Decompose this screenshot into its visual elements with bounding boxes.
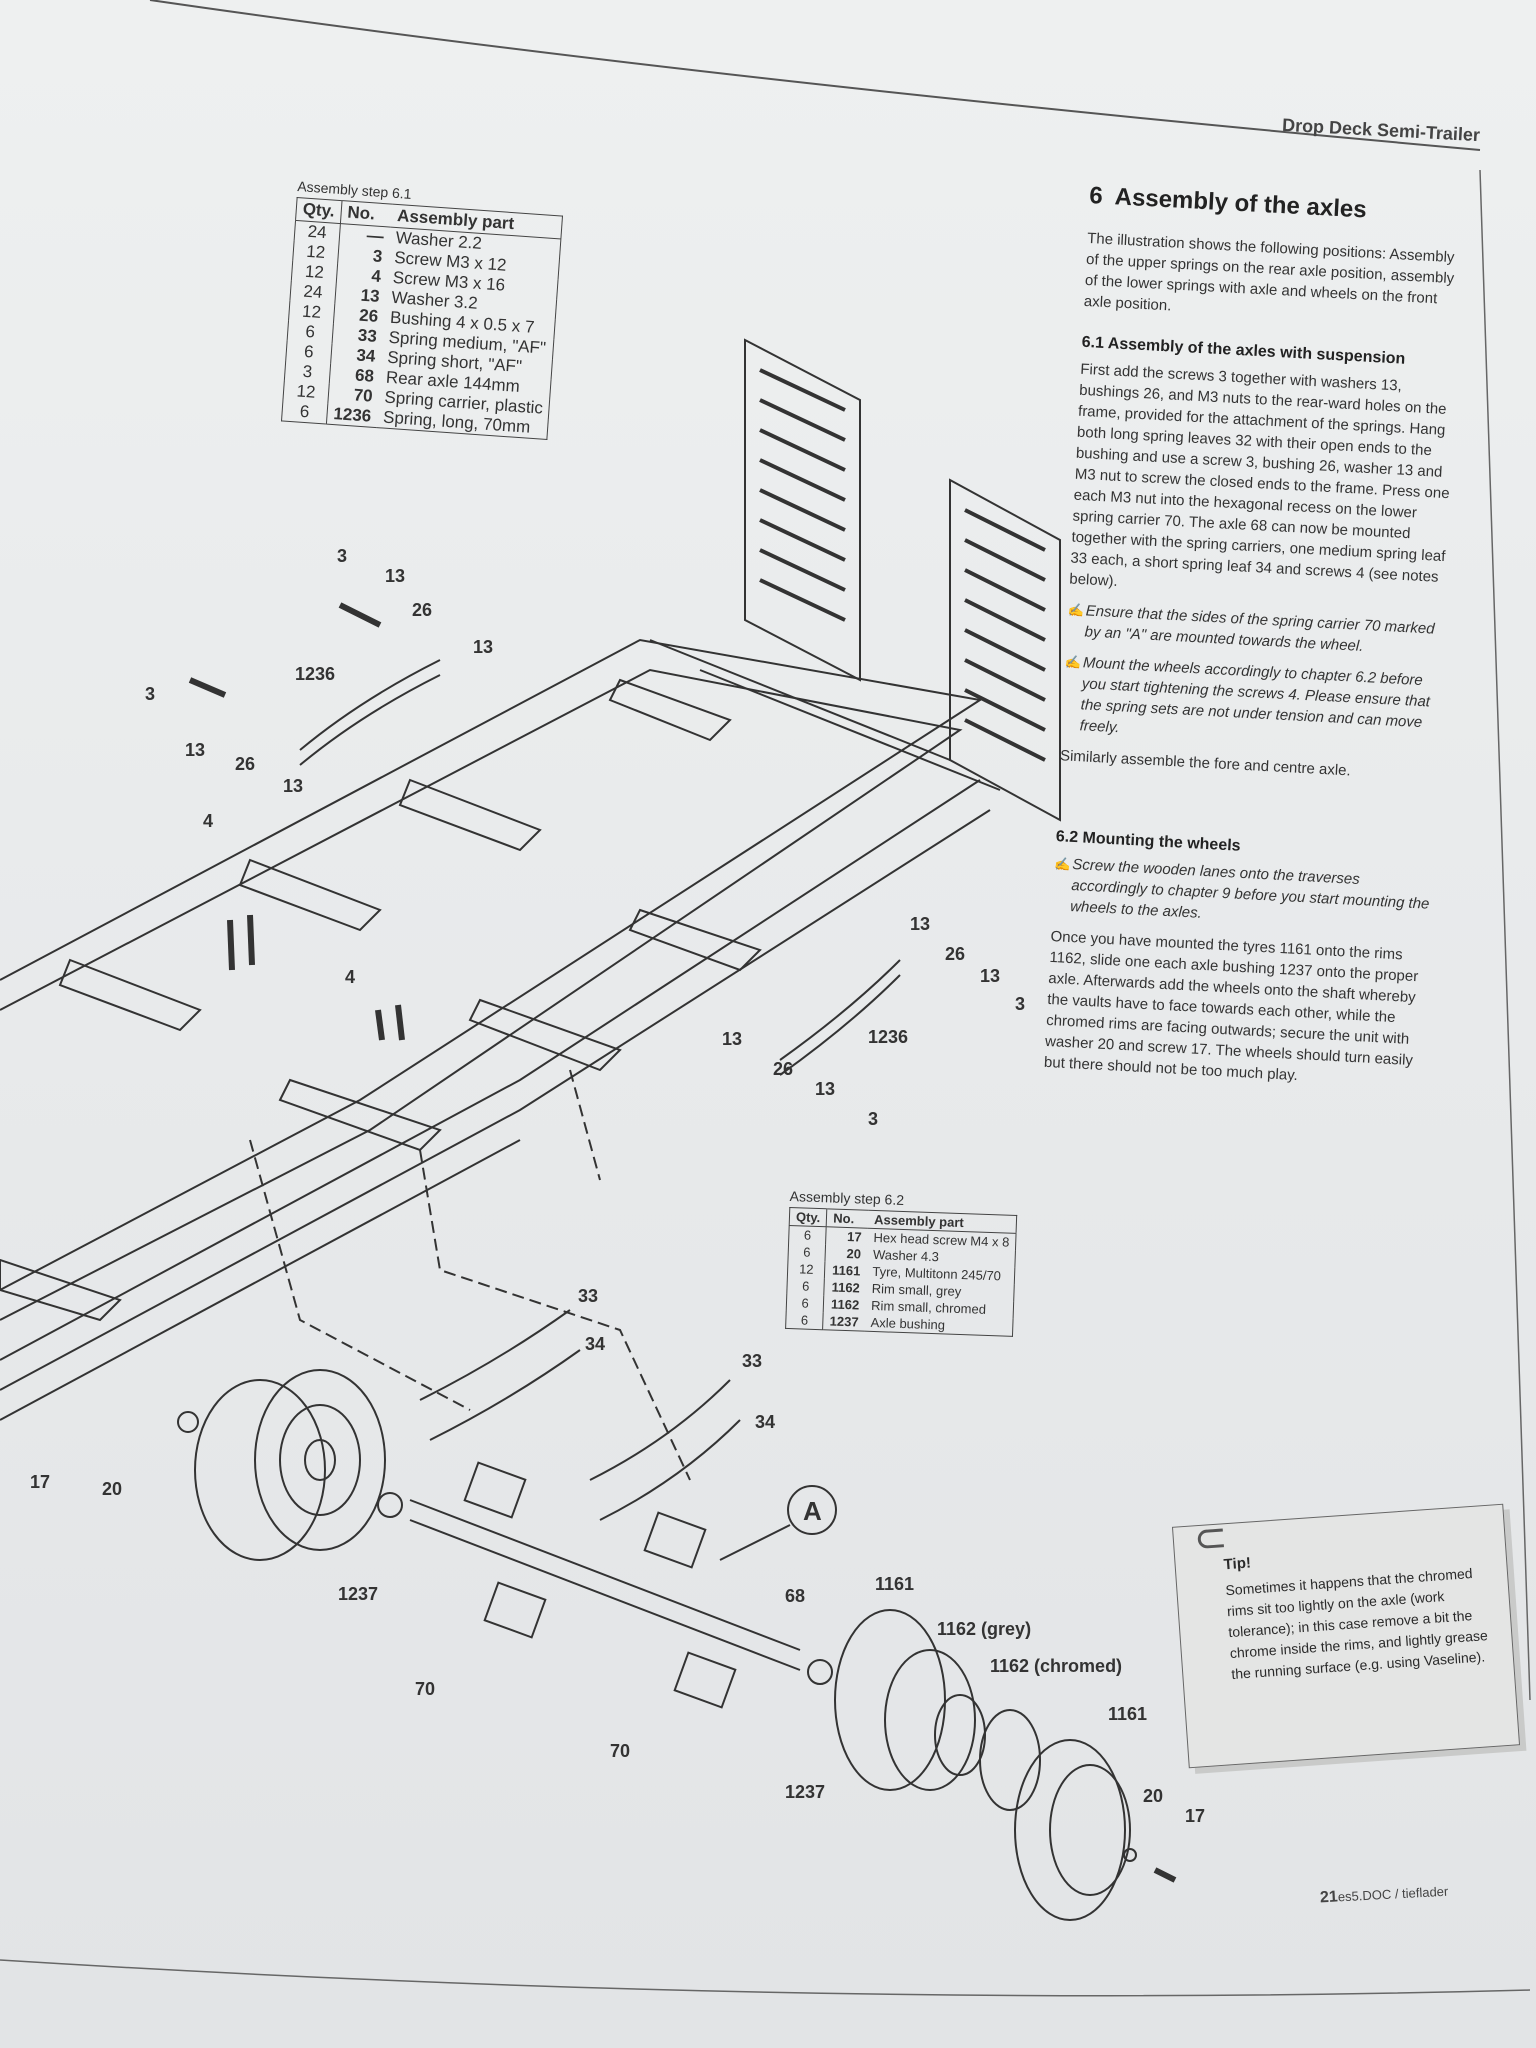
diagram-label: 26 — [412, 600, 432, 620]
column-header: Qty. — [295, 197, 342, 224]
diagram-label: A — [803, 1496, 822, 1526]
diagram-label: 13 — [473, 637, 493, 657]
diagram-label: 68 — [785, 1586, 805, 1606]
note-spring-carrier: Ensure that the sides of the spring carr… — [1066, 599, 1448, 661]
part-number-cell: 1162 — [830, 1296, 860, 1313]
diagram-label: 34 — [585, 1334, 605, 1354]
diagram-label: 3 — [145, 684, 155, 704]
page-number: 21 — [1319, 1888, 1339, 1907]
qty-cell: 6 — [786, 1276, 825, 1296]
column-header: No. — [340, 200, 393, 228]
parts-table-step-6-1: Assembly step 6.1 Qty. No. Assembly part… — [280, 178, 565, 441]
diagram-label: 26 — [945, 944, 965, 964]
diagram-label: 26 — [235, 754, 255, 774]
column-header: No. — [826, 1208, 869, 1229]
diagram-label: 33 — [742, 1351, 762, 1371]
qty-cell: 6 — [785, 1310, 824, 1330]
tip-body: Sometimes it happens that the chromed ri… — [1224, 1565, 1489, 1683]
paperclip-icon: ⊂ — [1192, 1515, 1229, 1562]
diagram-label: 1162 (chromed) — [990, 1656, 1122, 1676]
diagram-label: 34 — [755, 1412, 775, 1432]
note-mount-wheels: Mount the wheels accordingly to chapter … — [1061, 651, 1445, 755]
subsection-body: First add the screws 3 together with was… — [1068, 360, 1450, 590]
subsection-number: 6.1 — [1081, 333, 1105, 352]
section-intro: The illustration shows the following pos… — [1083, 229, 1455, 315]
diagram-label: 13 — [283, 776, 303, 796]
diagram-label: 13 — [910, 914, 930, 934]
diagram-label: 1236 — [868, 1027, 908, 1047]
subsection-body: Once you have mounted the tyres 1161 ont… — [1043, 927, 1419, 1085]
parts-table-step-6-2: Assembly step 6.2 Qty. No. Assembly part… — [785, 1188, 1018, 1337]
diagram-label: 13 — [385, 566, 405, 586]
diagram-label: 20 — [102, 1479, 122, 1499]
subsection-title-text: Mounting the wheels — [1082, 829, 1241, 855]
part-number-cell: 1236 — [332, 404, 372, 426]
diagram-label: 1236 — [295, 664, 335, 684]
diagram-label: 20 — [1143, 1786, 1163, 1806]
diagram-label: 1237 — [785, 1782, 825, 1802]
diagram-label: 17 — [1185, 1806, 1205, 1826]
diagram-label: 4 — [345, 967, 355, 987]
part-number-cell: 17 — [846, 1229, 862, 1245]
diagram-label: 1237 — [338, 1584, 378, 1604]
diagram-label: 70 — [415, 1679, 435, 1699]
diagram-label: 3 — [868, 1109, 878, 1129]
diagram-label: 13 — [722, 1029, 742, 1049]
note-wooden-lanes: Screw the wooden lanes onto the traverse… — [1052, 853, 1435, 936]
diagram-label: 1162 (grey) — [937, 1619, 1031, 1639]
diagram-label: 13 — [980, 966, 1000, 986]
tip-title: Tip! — [1223, 1554, 1252, 1574]
diagram-label: 3 — [337, 546, 347, 566]
diagram-label: 3 — [1015, 994, 1025, 1014]
part-number-cell: 1161 — [831, 1262, 861, 1279]
diagram-label: 33 — [578, 1286, 598, 1306]
diagram-label: 70 — [610, 1741, 630, 1761]
part-number-cell: 1237 — [829, 1313, 859, 1330]
section-number: 6 — [1088, 182, 1104, 210]
qty-cell: 6 — [786, 1293, 825, 1313]
footer-file: es5.DOC / tieflader — [1337, 1883, 1449, 1905]
qty-cell: 6 — [281, 400, 328, 425]
part-number-cell: 1162 — [831, 1279, 861, 1296]
diagram-label: 4 — [203, 811, 213, 831]
part-number-cell: 20 — [846, 1246, 862, 1262]
tip-box: ⊂ Tip! Sometimes it happens that the chr… — [1171, 1503, 1521, 1769]
diagram-label: 13 — [185, 740, 205, 760]
subsection-number: 6.2 — [1055, 828, 1079, 847]
diagram-label: 26 — [773, 1059, 793, 1079]
column-header: Qty. — [789, 1207, 828, 1227]
qty-cell: 6 — [787, 1242, 826, 1262]
diagram-label: 1161 — [875, 1574, 914, 1594]
diagram-label: 1161 — [1108, 1704, 1147, 1724]
qty-cell: 12 — [787, 1259, 826, 1279]
qty-cell: 6 — [788, 1225, 827, 1245]
diagram-label: 13 — [815, 1079, 835, 1099]
diagram-label: 17 — [30, 1472, 50, 1492]
